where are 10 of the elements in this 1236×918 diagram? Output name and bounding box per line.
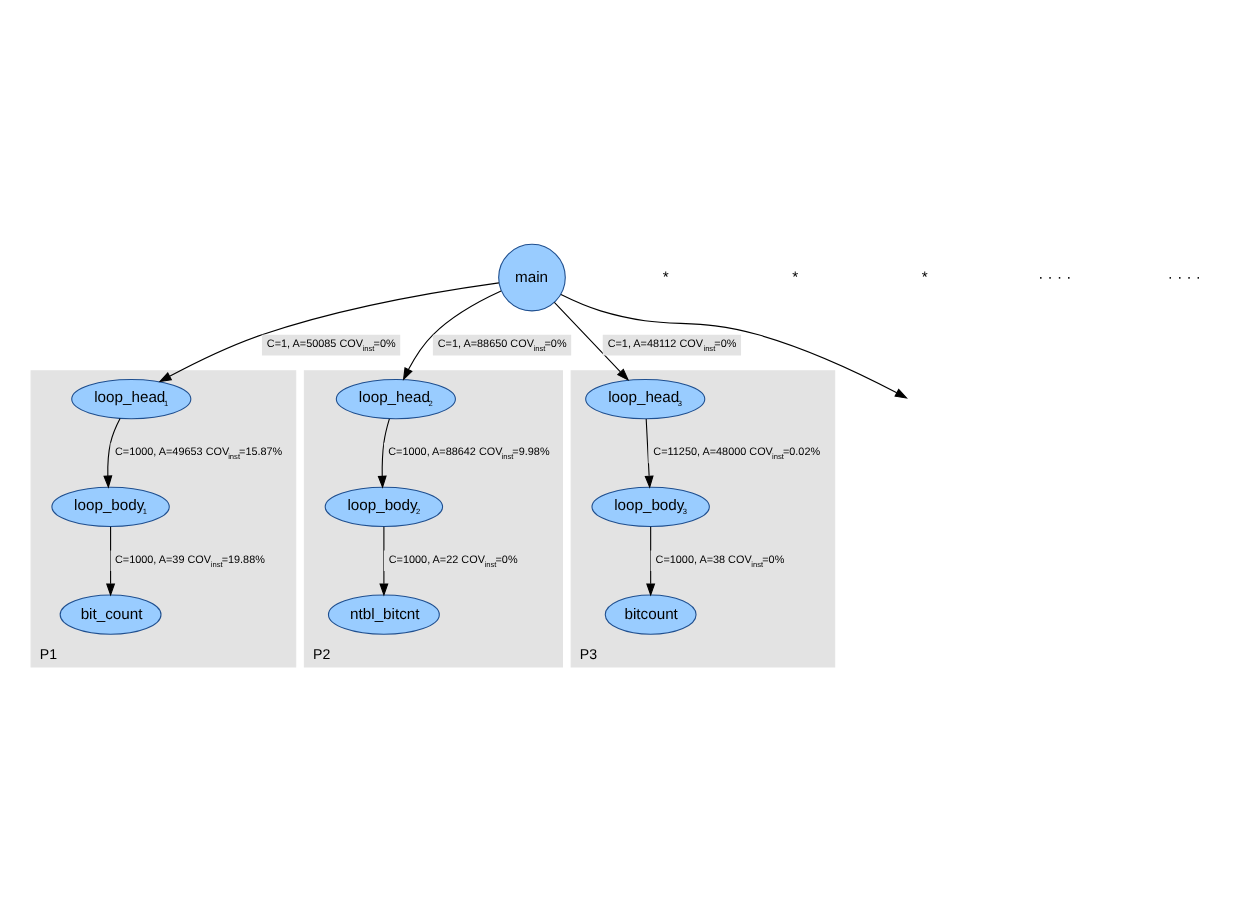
arrow	[644, 417, 654, 488]
arrow	[379, 525, 389, 596]
arrow	[560, 293, 908, 398]
arrow	[646, 525, 656, 596]
arrow	[553, 300, 630, 381]
arrow	[377, 417, 390, 488]
arrow	[158, 281, 500, 382]
arrow	[106, 525, 116, 596]
arrow	[402, 289, 502, 380]
arrow	[103, 416, 121, 488]
